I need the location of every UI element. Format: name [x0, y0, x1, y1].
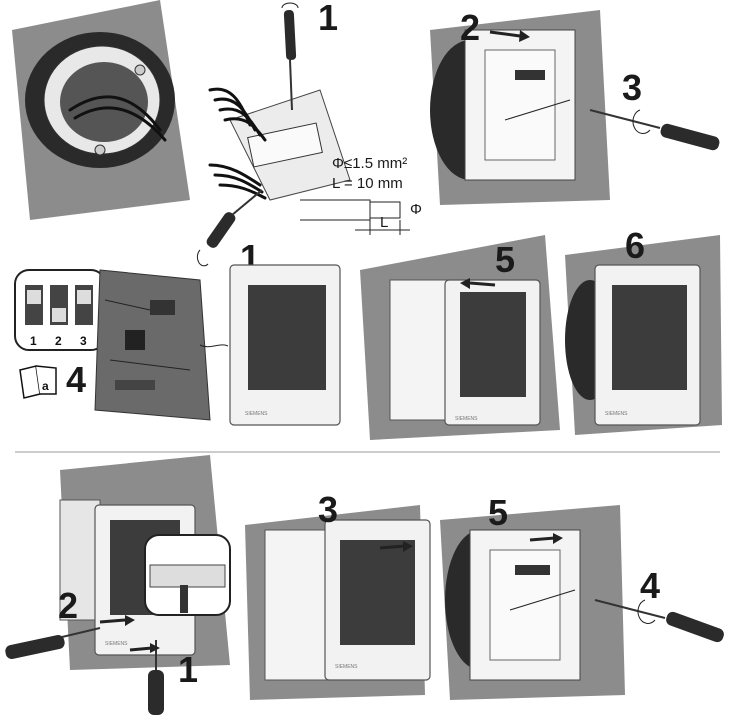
thermostat-front: SIEMENS: [229, 264, 341, 426]
step-number: 4: [66, 359, 86, 400]
base-mounting-panel: 2 3: [430, 7, 720, 205]
length-label: L: [380, 214, 388, 231]
screwdriver-icon: [594, 599, 724, 643]
wire-spec: Φ≤1.5 mm² L = 10 mm L Φ: [300, 155, 422, 235]
step-number: 6: [625, 225, 645, 266]
brand-label: SIEMENS: [105, 641, 128, 647]
step-number: 5: [488, 492, 508, 533]
step-number: 5: [495, 239, 515, 280]
base-removal-panel: 5 4: [440, 492, 724, 700]
screwdriver-icon: [5, 627, 101, 659]
step-number: 2: [58, 585, 78, 626]
circuit-board-panel: [94, 269, 211, 421]
wall-box-panel: [12, 0, 190, 220]
brand-label: SIEMENS: [455, 416, 478, 422]
manual-icon: a: [19, 365, 57, 399]
mounted-unit-panel: SIEMENS 6: [565, 225, 722, 435]
removal-panel: SIEMENS 2 1: [5, 455, 231, 715]
front-removed-panel: SIEMENS 3: [245, 489, 431, 700]
screwdriver-icon: [148, 640, 164, 715]
screwdriver-icon: [589, 109, 720, 151]
dip-label: 3: [80, 334, 87, 348]
diameter-label: Φ: [410, 201, 422, 218]
step-number: 2: [460, 7, 480, 48]
dip-label: 2: [55, 334, 62, 348]
screwdriver-icon: [283, 9, 297, 111]
step-number: 3: [622, 67, 642, 108]
front-attach-panel: SIEMENS 5: [360, 235, 560, 440]
brand-label: SIEMENS: [605, 411, 628, 417]
step-number: 3: [318, 489, 338, 530]
dip-label: 1: [30, 334, 37, 348]
manual-letter: a: [42, 379, 49, 393]
step-number: 1: [178, 649, 198, 690]
wire-length-spec: L = 10 mm: [332, 175, 403, 192]
step-number: 4: [640, 565, 660, 606]
wiring-terminal-panel: 1 1: [196, 0, 351, 278]
brand-label: SIEMENS: [335, 664, 358, 670]
screwdriver-icon: [206, 189, 263, 248]
wire-diameter-spec: Φ≤1.5 mm²: [332, 155, 407, 172]
dip-switch-callout: 1 2 3: [14, 269, 106, 351]
brand-label: SIEMENS: [245, 411, 268, 417]
step-number: 1: [318, 0, 338, 38]
